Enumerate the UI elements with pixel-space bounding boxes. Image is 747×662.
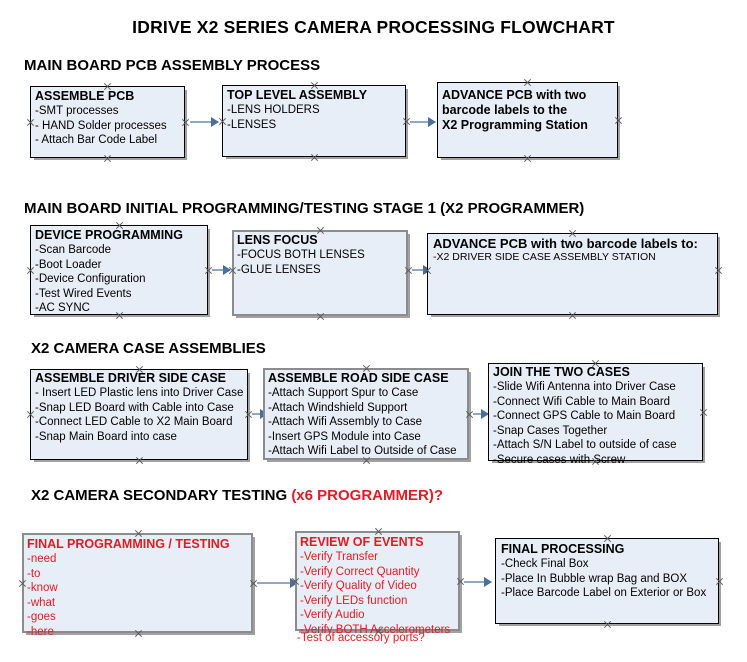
box-line: -SMT processes: [35, 105, 119, 117]
box-line: -Secure cases with Screw: [493, 453, 626, 466]
section-heading-4-suffix: (x6 PROGRAMMER)?: [291, 487, 443, 504]
box-line: -Attach S/N Label to outside of case: [493, 439, 677, 451]
box-line: -Insert GPS Module into Case: [268, 430, 421, 443]
box-line: barcode labels to the: [442, 103, 568, 117]
box-line: -Attach Wifi Label to Outside of Case: [268, 445, 457, 457]
connector-arrow: [212, 265, 231, 275]
box-title: ADVANCE PCB with two barcode labels to:: [433, 236, 698, 251]
box-line: -Connect Wifi Cable to Main Board: [493, 395, 671, 408]
process-box-top-level-assembly[interactable]: TOP LEVEL ASSEMBLY -LENS HOLDERS -LENSES: [222, 85, 406, 157]
box-title: LENS FOCUS: [237, 233, 318, 247]
box-line: -Boot Loader: [35, 258, 102, 271]
box-line: X2 Programming Station: [442, 118, 588, 132]
box-title: FINAL PROGRAMMING / TESTING: [27, 537, 230, 551]
box-line: -X2 DRIVER SIDE CASE ASSEMBLY STATION: [433, 251, 656, 263]
section-heading-2: MAIN BOARD INITIAL PROGRAMMING/TESTING S…: [24, 200, 585, 217]
process-box-advance-pcb-case-station[interactable]: ADVANCE PCB with two barcode labels to: …: [427, 233, 718, 315]
box-line: -Attach Wifi Assembly to Case: [268, 416, 423, 428]
box-line: -Snap LED Board with Cable into Case: [35, 401, 234, 414]
connector-arrow: [410, 117, 436, 127]
box-line: -LENS HOLDERS: [227, 104, 320, 116]
box-line: -Check Final Box: [501, 558, 589, 570]
process-box-assemble-road-side-case[interactable]: ASSEMBLE ROAD SIDE CASE -Attach Support …: [263, 368, 469, 460]
box-line: -to: [27, 567, 41, 580]
process-box-final-programming-testing[interactable]: FINAL PROGRAMMING / TESTING -need -to -k…: [22, 533, 253, 638]
box-line: -Connect LED Cable to X2 Main Board: [35, 416, 233, 428]
box-line: -Verify Correct Quantity: [300, 565, 420, 578]
box-line: -AC SYNC: [35, 302, 90, 314]
process-box-device-programming[interactable]: DEVICE PROGRAMMING -Scan Barcode -Boot L…: [30, 225, 208, 315]
box-line: -Snap Cases Together: [493, 424, 608, 437]
page-title: IDRIVE X2 SERIES CAMERA PROCESSING FLOWC…: [132, 17, 615, 37]
box-line: -Verify Quality of Video: [300, 580, 417, 592]
box-line: -Connect GPS Cable to Main Board: [493, 410, 676, 422]
box-line: -Slide Wifi Antenna into Driver Case: [493, 381, 676, 393]
box-line: -Attach Windshield Support: [268, 401, 408, 414]
box-line: -Verify BOTH Accelerometers: [300, 623, 451, 636]
process-box-lens-focus[interactable]: LENS FOCUS -FOCUS BOTH LENSES -GLUE LENS…: [232, 230, 408, 316]
box-line: -GLUE LENSES: [237, 263, 321, 276]
box-title: ASSEMBLE ROAD SIDE CASE: [268, 371, 449, 385]
box-line: -Verify Transfer: [300, 551, 378, 563]
box-line: -Verify Audio: [300, 609, 365, 621]
box-title: FINAL PROCESSING: [501, 542, 625, 556]
box-line: -here: [27, 625, 54, 638]
box-title: DEVICE PROGRAMMING: [35, 228, 183, 242]
box-title: ASSEMBLE PCB: [35, 89, 135, 103]
process-box-assemble-driver-side-case[interactable]: ASSEMBLE DRIVER SIDE CASE - Insert LED P…: [30, 369, 248, 460]
box-line: -Device Configuration: [35, 273, 146, 285]
section-heading-4-text: X2 CAMERA SECONDARY TESTING: [31, 487, 292, 504]
process-box-join-the-two-cases[interactable]: JOIN THE TWO CASES -Slide Wifi Antenna i…: [488, 363, 703, 466]
box-title: REVIEW OF EVENTS: [300, 535, 424, 549]
box-line: - HAND Solder processes: [35, 119, 167, 132]
box-title: TOP LEVEL ASSEMBLY: [227, 88, 368, 102]
connector-arrow: [190, 117, 219, 127]
box-title: ASSEMBLE DRIVER SIDE CASE: [35, 371, 227, 385]
box-line: - Insert LED Plastic lens into Driver Ca…: [35, 387, 244, 399]
box-line: -Place In Bubble wrap Bag and BOX: [501, 572, 688, 585]
box-line: -know: [27, 582, 58, 594]
process-box-advance-pcb-programming[interactable]: ADVANCE PCB with two barcode labels to t…: [437, 82, 618, 158]
section-heading-3: X2 CAMERA CASE ASSEMBLIES: [31, 340, 266, 357]
box-line: -what: [27, 596, 56, 609]
box-line: - Attach Bar Code Label: [35, 134, 158, 146]
box-line: -Place Barcode Label on Exterior or Box: [501, 587, 707, 599]
process-box-assemble-pcb[interactable]: ASSEMBLE PCB -SMT processes - HAND Solde…: [30, 86, 185, 158]
process-box-final-processing[interactable]: FINAL PROCESSING -Check Final Box -Place…: [495, 538, 719, 624]
connector-arrow: [257, 578, 298, 588]
box-line: -Snap Main Board into case: [35, 430, 177, 443]
box-line-overflow: -Test of accessory ports?: [297, 632, 425, 644]
box-line: -need: [27, 553, 57, 565]
box-line: -goes: [27, 611, 56, 623]
box-line: -Test Wired Events: [35, 287, 132, 300]
process-box-review-of-events[interactable]: REVIEW OF EVENTS -Verify Transfer -Verif…: [295, 531, 460, 636]
section-heading-4: X2 CAMERA SECONDARY TESTING (x6 PROGRAMM…: [31, 487, 443, 504]
box-line: -Attach Support Spur to Case: [268, 387, 419, 399]
section-heading-1: MAIN BOARD PCB ASSEMBLY PROCESS: [24, 57, 321, 74]
box-line: -LENSES: [227, 118, 277, 131]
box-line: -Verify LEDs function: [300, 594, 408, 607]
box-line: -Scan Barcode: [35, 244, 112, 256]
box-title: JOIN THE TWO CASES: [493, 365, 630, 379]
connector-arrow: [464, 577, 492, 587]
box-title: ADVANCE PCB with two: [442, 88, 587, 102]
connector-arrow: [473, 409, 489, 419]
box-line: -FOCUS BOTH LENSES: [237, 249, 365, 261]
